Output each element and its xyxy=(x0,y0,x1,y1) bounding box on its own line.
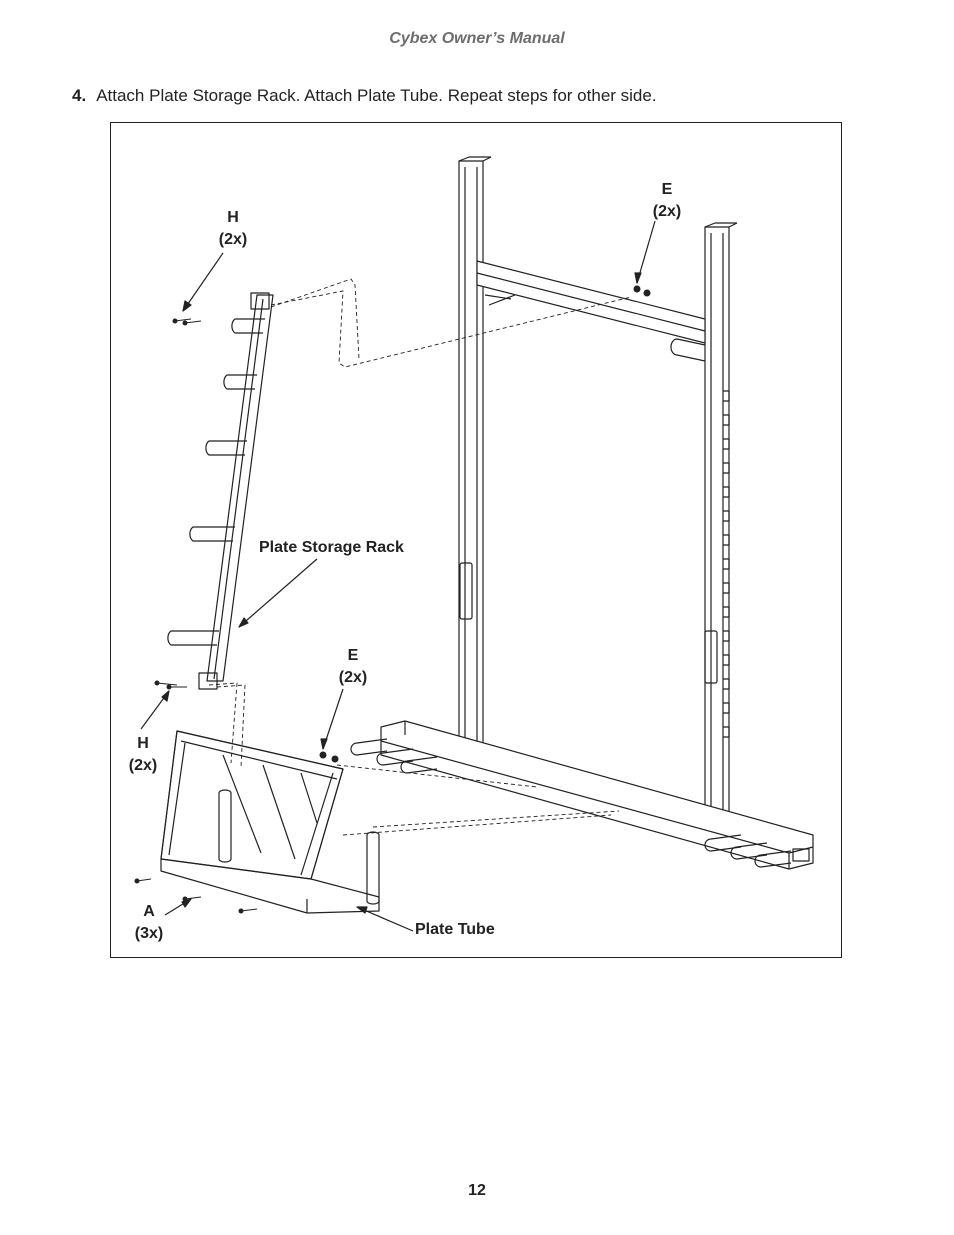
page-number: 12 xyxy=(468,1182,486,1199)
assembly-illustration xyxy=(134,156,814,932)
callout-h-top: H (2x) xyxy=(215,207,251,251)
top-crossbar xyxy=(476,260,706,362)
callout-a-bottom-letter: A xyxy=(143,903,155,920)
callout-h-top-letter: H xyxy=(227,209,239,226)
callout-e-mid-qty: (2x) xyxy=(338,669,368,686)
callout-h-bottom-qty: (2x) xyxy=(128,757,158,774)
callout-plate-tube: Plate Tube xyxy=(415,921,495,938)
callout-e-top-letter: E xyxy=(661,181,673,198)
step-number: 4. xyxy=(72,86,87,105)
rear-upright-left xyxy=(458,156,492,756)
rear-upright-right xyxy=(704,222,738,818)
alignment-guides xyxy=(208,278,632,836)
fasteners xyxy=(134,285,651,914)
callout-e-mid-letter: E xyxy=(347,647,359,664)
callout-h-top-qty: (2x) xyxy=(218,231,248,248)
callout-a-bottom: A (3x) xyxy=(131,901,167,945)
assembly-figure: H (2x) E (2x) Plate Storage Rack E (2x) … xyxy=(110,122,842,958)
plate-tube-base xyxy=(160,730,380,914)
running-header: Cybex Owner’s Manual xyxy=(389,30,565,47)
callout-leaders xyxy=(140,220,656,932)
callout-h-bottom-letter: H xyxy=(137,735,149,752)
callout-h-bottom: H (2x) xyxy=(125,733,161,777)
callout-e-top: E (2x) xyxy=(649,179,685,223)
step-text: Attach Plate Storage Rack. Attach Plate … xyxy=(96,86,657,105)
callout-e-mid: E (2x) xyxy=(335,645,371,689)
base-rail xyxy=(350,720,814,870)
callout-a-bottom-qty: (3x) xyxy=(134,925,164,942)
plate-storage-rack xyxy=(167,292,274,690)
callout-plate-storage-rack: Plate Storage Rack xyxy=(259,539,404,556)
callout-e-top-qty: (2x) xyxy=(652,203,682,220)
step-instruction: 4. Attach Plate Storage Rack. Attach Plat… xyxy=(72,86,657,106)
